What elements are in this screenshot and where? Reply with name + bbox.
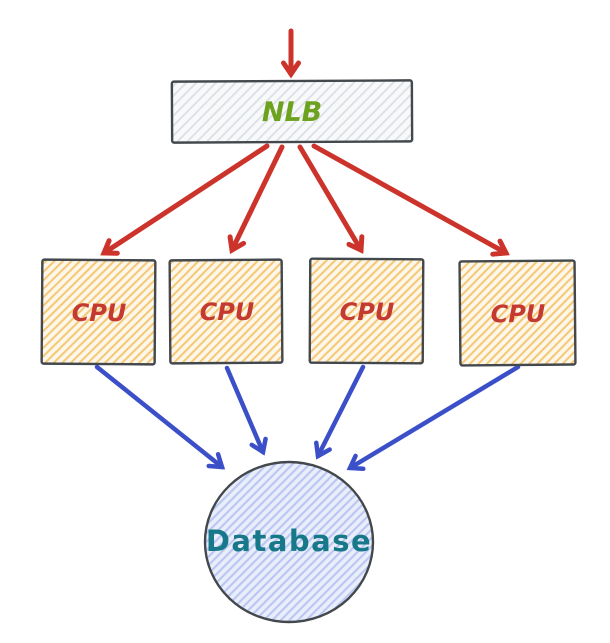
edge-nlb-to-cpu-2	[227, 144, 285, 254]
edge-nlb-to-cpu-3	[297, 144, 365, 254]
node-database: Database	[203, 460, 375, 624]
database-circle	[203, 460, 375, 624]
edge-cpu-1-to-database	[94, 364, 226, 470]
edge-nlb-to-cpu-4	[311, 143, 510, 257]
cpu-4-label: CPU	[491, 300, 546, 328]
edge-cpu-3-to-database	[314, 364, 366, 460]
node-cpu-4: CPU	[458, 259, 577, 367]
edge-cpu-2-to-database	[224, 365, 268, 456]
edge-nlb-to-cpu-1	[100, 143, 270, 256]
database-label: Database	[206, 524, 372, 558]
node-nlb: NLB	[170, 79, 414, 144]
cpu-1-box	[40, 258, 157, 366]
nlb-box	[170, 79, 414, 144]
cpu-3-box	[308, 257, 425, 365]
cpu-2-label: CPU	[200, 298, 255, 326]
cpu-2-box	[168, 258, 284, 365]
node-cpu-1: CPU	[40, 258, 157, 366]
nlb-label: NLB	[262, 97, 323, 128]
node-cpu-3: CPU	[308, 257, 425, 365]
edge-cpu-4-to-database	[346, 364, 521, 472]
cpu-4-box	[458, 259, 577, 367]
cpu-1-label: CPU	[72, 299, 127, 327]
node-cpu-2: CPU	[168, 258, 284, 365]
cpu-3-label: CPU	[340, 298, 395, 326]
